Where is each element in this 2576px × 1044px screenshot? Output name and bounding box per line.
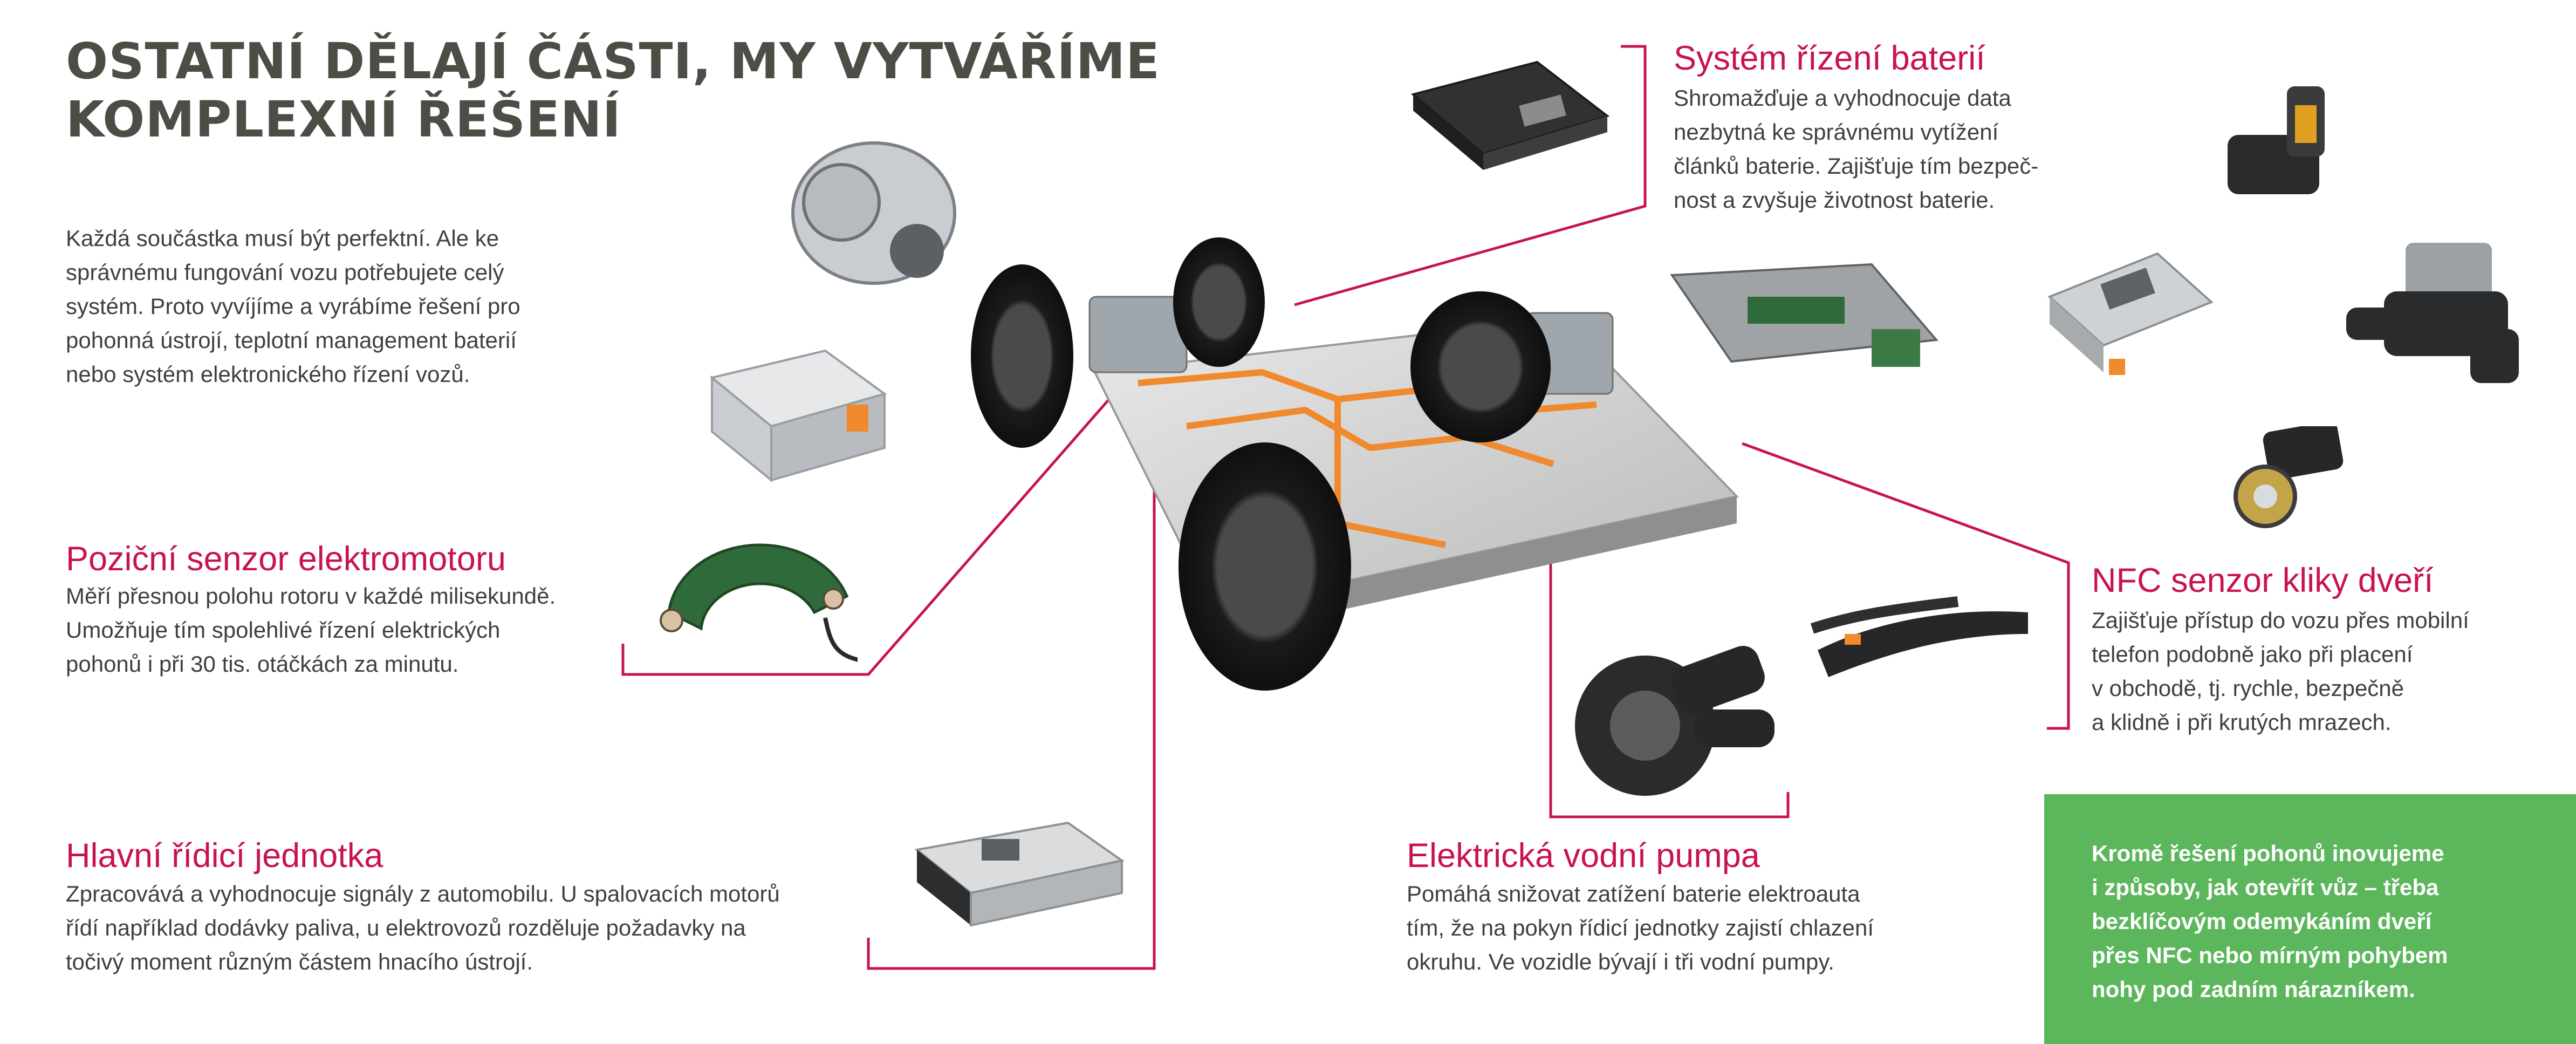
door-handle-image — [1810, 596, 2028, 677]
text-line: Měří přesnou polohu rotoru v každé milis… — [66, 583, 556, 609]
text-line: bezklíčovým odemykáním dveří — [2092, 909, 2432, 934]
battery-management-text: Shromažďuje a vyhodnocuje data nezbytná … — [1674, 81, 2038, 217]
ecu-text: Zpracovává a vyhodnocuje signály z autom… — [66, 877, 780, 979]
pressure-sensor-image — [2234, 426, 2344, 528]
text-line: a klidně i při krutých mrazech. — [2092, 709, 2392, 735]
valve-component-image — [2346, 243, 2519, 383]
text-line: Umožňuje tím spolehlivé řízení elektrick… — [66, 617, 501, 643]
intro-line: systém. Proto vyvíjíme a vyrábíme řešení… — [66, 294, 520, 319]
callout-line-ecu — [867, 451, 1156, 970]
nfc-sensor-text: Zajišťuje přístup do vozu přes mobilní t… — [2092, 603, 2469, 739]
position-sensor-heading: Poziční senzor elektromotoru — [66, 540, 506, 578]
water-pump-text: Pomáhá snižovat zatížení baterie elektro… — [1407, 877, 1874, 979]
battery-module-image — [709, 349, 887, 483]
battery-sensing-board-image — [1670, 263, 1938, 367]
text-line: Pomáhá snižovat zatížení baterie elektro… — [1407, 881, 1860, 906]
water-pump-image — [1575, 646, 1775, 796]
position-sensor-image — [660, 543, 858, 662]
text-line: i způsoby, jak otevřít vůz – třeba — [2092, 875, 2439, 900]
car-chassis-illustration — [971, 237, 1739, 691]
title-line-1: OSTATNÍ DĚLAJÍ ČÁSTI, MY VYTVÁŘÍME — [66, 32, 1161, 90]
text-line: Kromě řešení pohonů inovujeme — [2092, 841, 2444, 866]
callout-line-nfc — [1742, 442, 2070, 730]
position-sensor-text: Měří přesnou polohu rotoru v každé milis… — [66, 579, 556, 681]
water-pump-heading: Elektrická vodní pumpa — [1407, 837, 1760, 875]
ecu-heading: Hlavní řídicí jednotka — [66, 837, 383, 875]
sensor-component-image — [2228, 86, 2325, 194]
text-line: přes NFC nebo mírným pohybem — [2092, 943, 2448, 968]
nfc-sensor-heading: NFC senzor kliky dveří — [2092, 562, 2434, 599]
text-line: Zajišťuje přístup do vozu přes mobilní — [2092, 608, 2469, 633]
ecu-image — [914, 821, 1125, 927]
green-info-panel: Kromě řešení pohonů inovujeme i způsoby,… — [2044, 794, 2576, 1044]
intro-line: správnému fungování vozu potřebujete cel… — [66, 260, 504, 285]
text-line: článků baterie. Zajišťuje tím bezpeč- — [1674, 153, 2039, 179]
control-unit-image — [2047, 252, 2214, 375]
callout-line-pump — [1549, 534, 1790, 818]
text-line: okruhu. Ve vozidle bývají i tři vodní pu… — [1407, 949, 1834, 974]
electric-motor-image — [791, 141, 956, 285]
intro-paragraph: Každá součástka musí být perfektní. Ale … — [66, 221, 573, 391]
intro-line: nebo systém elektronického řízení vozů. — [66, 361, 470, 387]
green-info-text: Kromě řešení pohonů inovujeme i způsoby,… — [2092, 836, 2448, 1006]
text-line: telefon podobně jako při placení — [2092, 642, 2413, 667]
text-line: nezbytná ke správnému vytížení — [1674, 119, 1999, 145]
battery-management-heading: Systém řízení baterií — [1674, 39, 1985, 77]
callout-line-position-sensor — [621, 350, 1153, 676]
page-title: OSTATNÍ DĚLAJÍ ČÁSTI, MY VYTVÁŘÍME KOMPL… — [66, 32, 1160, 149]
text-line: v obchodě, tj. rychle, bezpečně — [2092, 675, 2404, 701]
text-line: točivý moment různým částem hnacího ústr… — [66, 949, 533, 974]
callout-line-battery — [1294, 45, 1647, 306]
text-line: nohy pod zadním nárazníkem. — [2092, 977, 2415, 1002]
intro-line: Každá součástka musí být perfektní. Ale … — [66, 226, 499, 251]
battery-management-unit-image — [1410, 60, 1610, 170]
text-line: nost a zvyšuje životnost baterie. — [1674, 187, 1995, 213]
text-line: pohonů i při 30 tis. otáčkách za minutu. — [66, 651, 459, 677]
intro-line: pohonná ústrojí, teplotní management bat… — [66, 327, 517, 353]
text-line: tím, že na pokyn řídicí jednotky zajistí… — [1407, 915, 1874, 940]
title-line-2: KOMPLEXNÍ ŘEŠENÍ — [66, 91, 622, 148]
text-line: Zpracovává a vyhodnocuje signály z autom… — [66, 881, 780, 906]
text-line: Shromažďuje a vyhodnocuje data — [1674, 85, 2011, 111]
text-line: řídí například dodávky paliva, u elektro… — [66, 915, 746, 940]
